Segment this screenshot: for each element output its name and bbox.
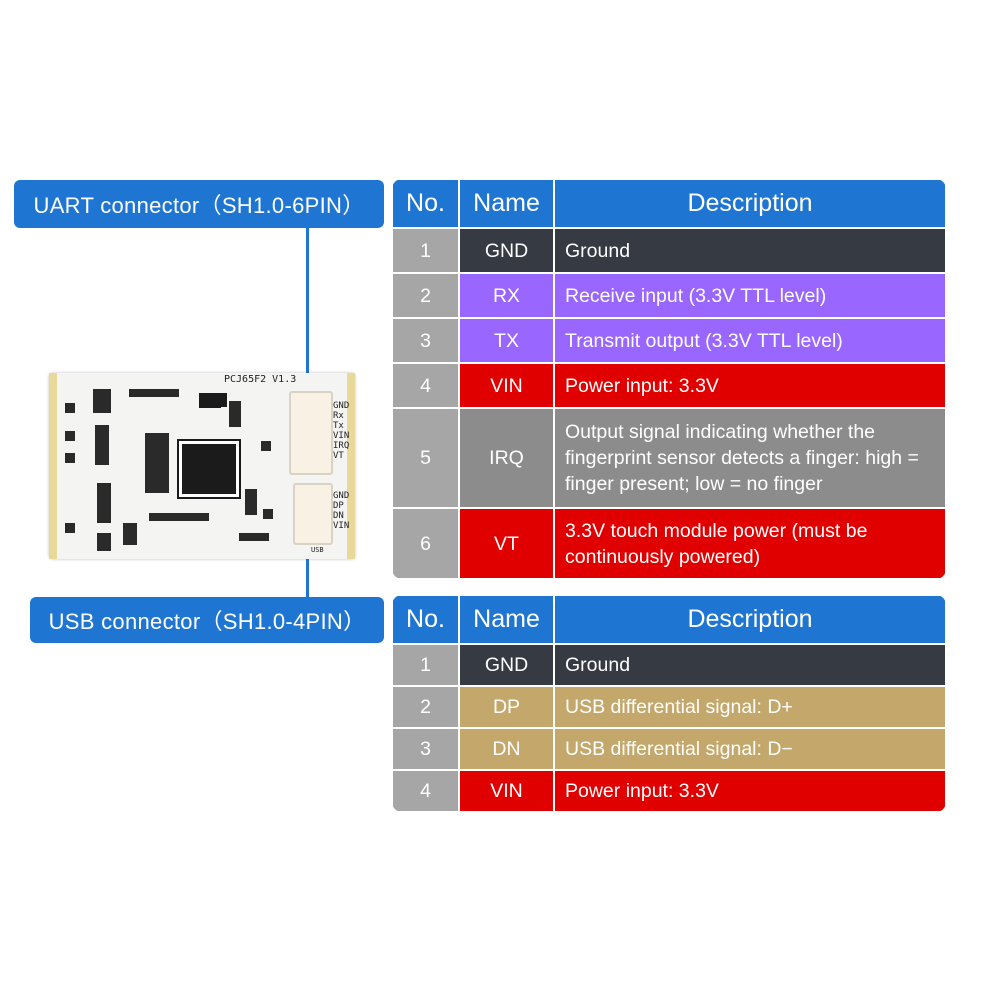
header-name: Name: [458, 178, 555, 229]
usb-connector-label: USB connector（SH1.0-4PIN）: [30, 597, 384, 643]
pin-name: IRQ: [458, 407, 555, 509]
pcb-pad: [263, 509, 273, 519]
pin-description: Power input: 3.3V: [553, 769, 947, 813]
pin-number: 2: [391, 685, 460, 729]
pcb-edge-left: [49, 373, 57, 559]
pin-number: 1: [391, 643, 460, 687]
pin-description: Ground: [553, 643, 947, 687]
pin-name: GND: [458, 643, 555, 687]
pin-description: Receive input (3.3V TTL level): [553, 272, 947, 319]
pin-description: Power input: 3.3V: [553, 362, 947, 409]
pcb-pad: [65, 403, 75, 413]
pcb-pad: [261, 441, 271, 451]
pin-description: 3.3V touch module power (must be continu…: [553, 507, 947, 580]
pin-number: 4: [391, 769, 460, 813]
pcb-pad: [97, 533, 111, 551]
pin-number: 3: [391, 727, 460, 771]
pcb-pad: [129, 389, 179, 397]
pin-number: 2: [391, 272, 460, 319]
pin-name: DP: [458, 685, 555, 729]
pin-number: 1: [391, 227, 460, 274]
pcb-pad: [97, 483, 111, 523]
pcb-model-text: PCJ65F2 V1.3: [224, 374, 297, 385]
pcb-pad: [245, 489, 257, 515]
pin-name: DN: [458, 727, 555, 771]
header-no: No.: [391, 594, 460, 645]
fingerprint-module-pcb: PCJ65F2 V1.3 GND Rx Tx VIN IRQ VT GND DP…: [49, 373, 355, 559]
pin-name: GND: [458, 227, 555, 274]
uart-pin-silkscreen: GND Rx Tx VIN IRQ VT: [333, 401, 350, 461]
usb-silkscreen-mark: USB: [311, 546, 324, 554]
pcb-pad: [123, 523, 137, 545]
pcb-pad: [93, 389, 111, 413]
uart-connector-label: UART connector（SH1.0-6PIN）: [14, 180, 384, 228]
pcb-pad: [95, 425, 109, 465]
pin-number: 6: [391, 507, 460, 580]
pin-name: RX: [458, 272, 555, 319]
header-no: No.: [391, 178, 460, 229]
pcb-pad: [229, 401, 241, 427]
pin-name: VT: [458, 507, 555, 580]
pcb-pad: [65, 453, 75, 463]
mcu-chip: [177, 439, 241, 499]
pin-name: VIN: [458, 769, 555, 813]
header-name: Name: [458, 594, 555, 645]
pcb-pad: [145, 433, 169, 493]
usb-pin-silkscreen: GND DP DN VIN: [333, 491, 350, 531]
pin-number: 4: [391, 362, 460, 409]
pin-name: VIN: [458, 362, 555, 409]
uart-table-header: No. Name Description: [391, 178, 947, 229]
header-description: Description: [553, 594, 947, 645]
pcb-edge-right: [347, 373, 355, 559]
pin-number: 3: [391, 317, 460, 364]
usb-table-header: No. Name Description: [391, 594, 947, 645]
usb-connector: [293, 483, 333, 545]
pin-description: Ground: [553, 227, 947, 274]
pin-name: TX: [458, 317, 555, 364]
pin-description: Transmit output (3.3V TTL level): [553, 317, 947, 364]
header-description: Description: [553, 178, 947, 229]
pin-description: USB differential signal: D+: [553, 685, 947, 729]
pcb-pad: [149, 513, 209, 521]
uart-connector: [289, 391, 333, 475]
regulator-chip: [199, 394, 221, 408]
pcb-pad: [65, 431, 75, 441]
pin-description: Output signal indicating whether the fin…: [553, 407, 947, 509]
uart-leader-line: [306, 226, 309, 404]
pcb-pad: [65, 523, 75, 533]
pin-description: USB differential signal: D−: [553, 727, 947, 771]
pin-number: 5: [391, 407, 460, 509]
pcb-pad: [239, 533, 269, 541]
